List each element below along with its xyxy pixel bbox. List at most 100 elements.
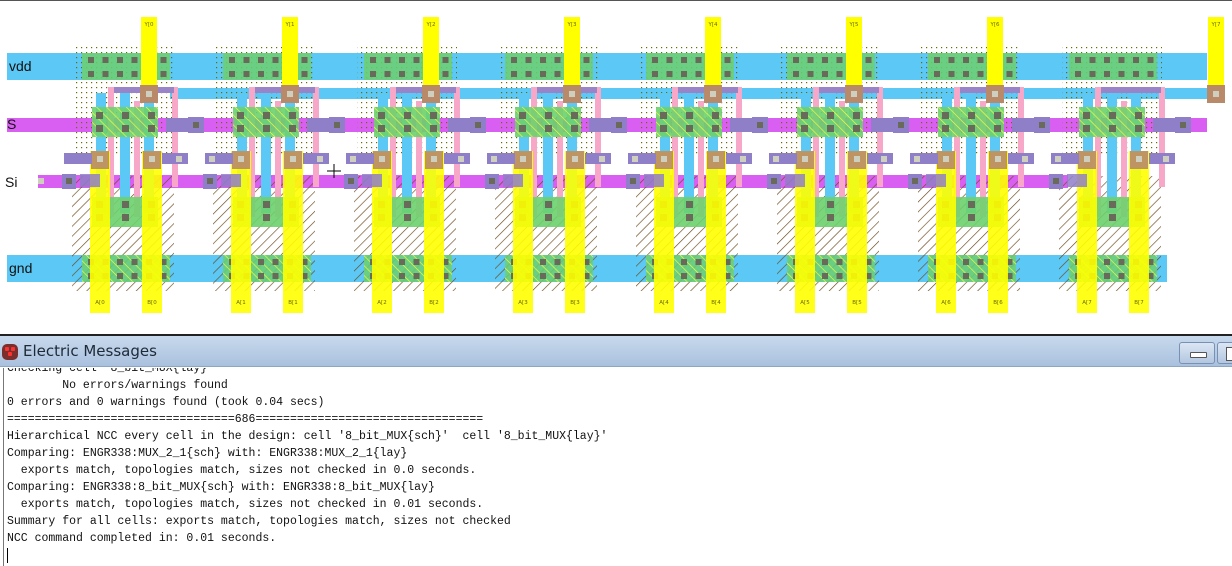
message-line: 0 errors and 0 warnings found (took 0.04…: [7, 396, 325, 409]
pin-y-7: [1208, 17, 1224, 102]
pin-a: [372, 151, 392, 313]
contact: [1118, 273, 1125, 279]
contact: [865, 259, 872, 265]
contact: [686, 201, 693, 208]
poly-wire: [557, 101, 563, 217]
metal-bar: [769, 153, 797, 164]
contact: [713, 156, 719, 162]
contact: [771, 178, 777, 184]
contact: [773, 156, 779, 162]
contact: [757, 122, 763, 128]
pin-a: [231, 151, 251, 313]
contact: [243, 57, 250, 63]
pin-y-label: Y[1: [284, 22, 294, 28]
contact: [160, 259, 167, 265]
contact: [287, 91, 293, 97]
contact: [379, 156, 385, 162]
contact: [545, 201, 552, 208]
text-caret: [7, 548, 8, 563]
pin-b: [142, 151, 162, 313]
contact: [102, 57, 109, 63]
contact: [827, 201, 834, 208]
contact: [1006, 71, 1013, 77]
contact: [695, 71, 702, 77]
contact: [540, 273, 546, 279]
contact: [545, 125, 552, 132]
minimize-button[interactable]: [1179, 342, 1215, 364]
contact: [263, 201, 270, 208]
pin-a: [1077, 151, 1097, 313]
pin-y-5: [846, 17, 862, 102]
contact: [660, 112, 667, 119]
poly-wire: [698, 101, 704, 217]
metal-bar: [1149, 153, 1175, 164]
pin-a-label: A[3: [518, 300, 528, 306]
metal1-vertical: [966, 93, 976, 213]
contact: [519, 125, 526, 132]
pmos-transistor-hatch: [374, 107, 440, 137]
metal-bar: [162, 153, 188, 164]
pin-y-3: [564, 17, 580, 102]
metal-bar: [585, 153, 611, 164]
contact: [1104, 57, 1110, 63]
contact: [1180, 122, 1186, 128]
contact: [681, 259, 687, 265]
contact: [1006, 57, 1013, 63]
mux-cell-4[interactable]: [626, 44, 768, 313]
contact: [1147, 273, 1154, 279]
mux-cell-3[interactable]: [485, 44, 627, 313]
message-line: =================================686====…: [7, 413, 484, 426]
metal1-vertical: [543, 93, 553, 213]
vdd-label: vdd: [9, 58, 32, 74]
contact: [695, 57, 702, 63]
contact: [836, 259, 843, 265]
contact: [914, 156, 920, 162]
metal-bar: [644, 174, 664, 187]
poly-wire: [1121, 101, 1127, 217]
pin-b: [1129, 151, 1149, 313]
metal-bar: [1012, 118, 1034, 132]
mux-cell-0[interactable]: [62, 44, 204, 313]
contact: [258, 57, 264, 63]
poly-wire: [1159, 87, 1165, 187]
contact: [948, 57, 955, 63]
vdd-rail: [7, 53, 1207, 80]
contact: [1022, 156, 1028, 162]
poly-wire: [736, 87, 742, 187]
contact: [1133, 57, 1139, 63]
contact: [822, 273, 828, 279]
poly-wire: [249, 87, 255, 217]
pin-y-6: [987, 17, 1003, 102]
contact: [413, 273, 420, 279]
contact: [384, 57, 391, 63]
contact: [209, 156, 215, 162]
contact: [491, 156, 497, 162]
contact: [807, 71, 814, 77]
messages-text-area[interactable]: Checking cell '8_bit_MUX{lay}' No errors…: [3, 368, 1232, 566]
metal1-vertical: [1107, 93, 1117, 213]
messages-titlebar[interactable]: Electric Messages: [0, 336, 1232, 367]
contact: [370, 57, 376, 63]
mux-cell-6[interactable]: [908, 44, 1050, 313]
pmos-transistor-hatch: [233, 107, 299, 137]
contact: [583, 273, 590, 279]
poly-wire: [172, 87, 178, 187]
contact: [540, 259, 546, 265]
contact: [272, 273, 279, 279]
contact: [399, 273, 405, 279]
pin-y-0: [141, 17, 157, 102]
contact: [695, 259, 702, 265]
metal1-vertical: [261, 93, 271, 213]
mux-cell-7[interactable]: [1049, 44, 1191, 313]
maximize-button[interactable]: [1217, 342, 1232, 364]
contact: [258, 273, 264, 279]
contact: [317, 156, 323, 162]
pin-a-label: A[0: [95, 300, 105, 306]
mux-cell-2[interactable]: [344, 44, 486, 313]
pin-b: [565, 151, 585, 313]
pin-y-4: [705, 17, 721, 102]
contact: [853, 125, 860, 132]
pin-y-label: Y[5: [848, 22, 859, 28]
